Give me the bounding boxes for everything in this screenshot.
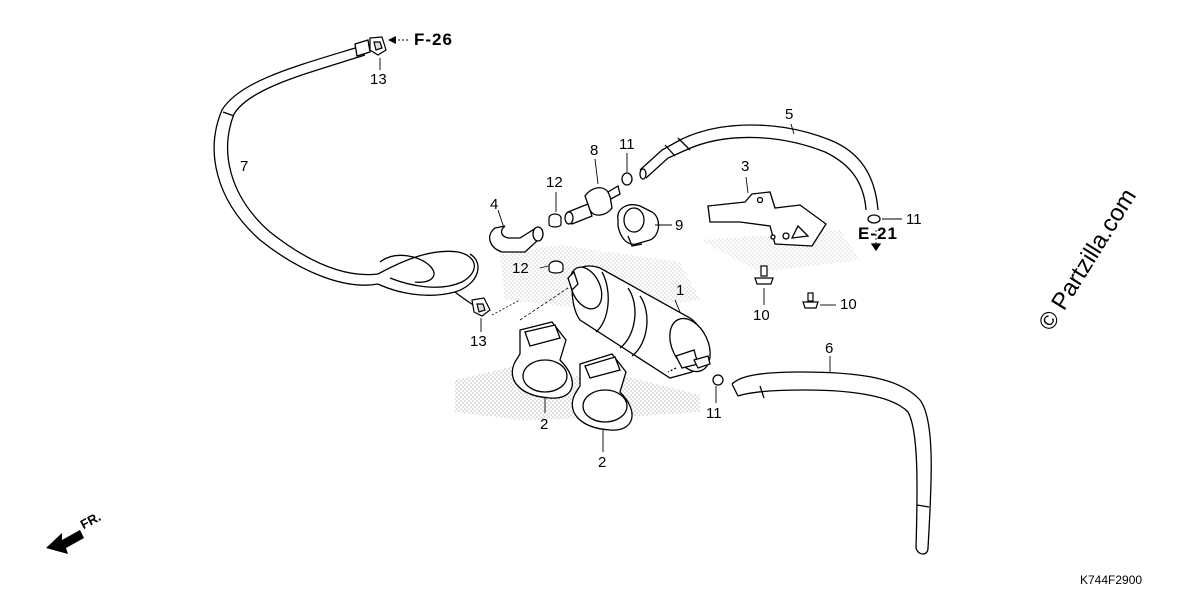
ref-e21[interactable]: E-21 <box>858 224 898 243</box>
clamp-12-lower <box>548 260 564 274</box>
callout-10: 10 <box>840 296 857 313</box>
front-direction-arrow-icon <box>46 530 84 554</box>
hose-5 <box>639 124 879 211</box>
clamp-12-upper <box>548 213 562 228</box>
callout-2: 2 <box>540 416 549 433</box>
hose-7 <box>213 44 479 309</box>
bolt-10-right <box>802 292 819 309</box>
leader-lines <box>379 58 902 452</box>
callout-3: 3 <box>741 158 750 175</box>
callout-10: 10 <box>753 307 770 324</box>
callout-12: 12 <box>546 174 563 191</box>
band-2-left <box>511 321 573 399</box>
callout-1: 1 <box>676 282 685 299</box>
callout-2: 2 <box>598 454 607 471</box>
callout-11: 11 <box>706 405 722 422</box>
bracket-3 <box>707 191 827 247</box>
callout-11: 11 <box>619 136 635 153</box>
hose-7-end <box>354 39 371 57</box>
ref-f26[interactable]: F-26 <box>414 30 453 49</box>
bolt-10-left <box>754 265 774 285</box>
callout-8: 8 <box>590 142 599 159</box>
callout-13: 13 <box>470 333 487 350</box>
callout-5: 5 <box>785 106 794 123</box>
callout-13: 13 <box>370 71 387 88</box>
callout-6: 6 <box>825 340 834 357</box>
callout-11: 11 <box>906 211 922 228</box>
clip-13-top <box>369 36 387 56</box>
canister-1 <box>567 265 711 379</box>
valve-8 <box>564 184 621 225</box>
band-2-right <box>571 353 633 431</box>
diagram-code: K744F2900 <box>1080 573 1143 587</box>
callout-7: 7 <box>240 158 249 175</box>
callout-4: 4 <box>490 196 499 213</box>
f26-arrow <box>388 36 408 44</box>
collar-9 <box>617 204 660 247</box>
oring-11-upper <box>621 172 633 186</box>
clip-13-lower <box>471 297 521 317</box>
callout-12: 12 <box>512 260 529 277</box>
oring-11-right <box>867 214 882 252</box>
callout-9: 9 <box>675 217 684 234</box>
hose-4 <box>489 225 544 253</box>
oring-11-lower <box>712 374 724 386</box>
hose-6 <box>731 371 932 555</box>
